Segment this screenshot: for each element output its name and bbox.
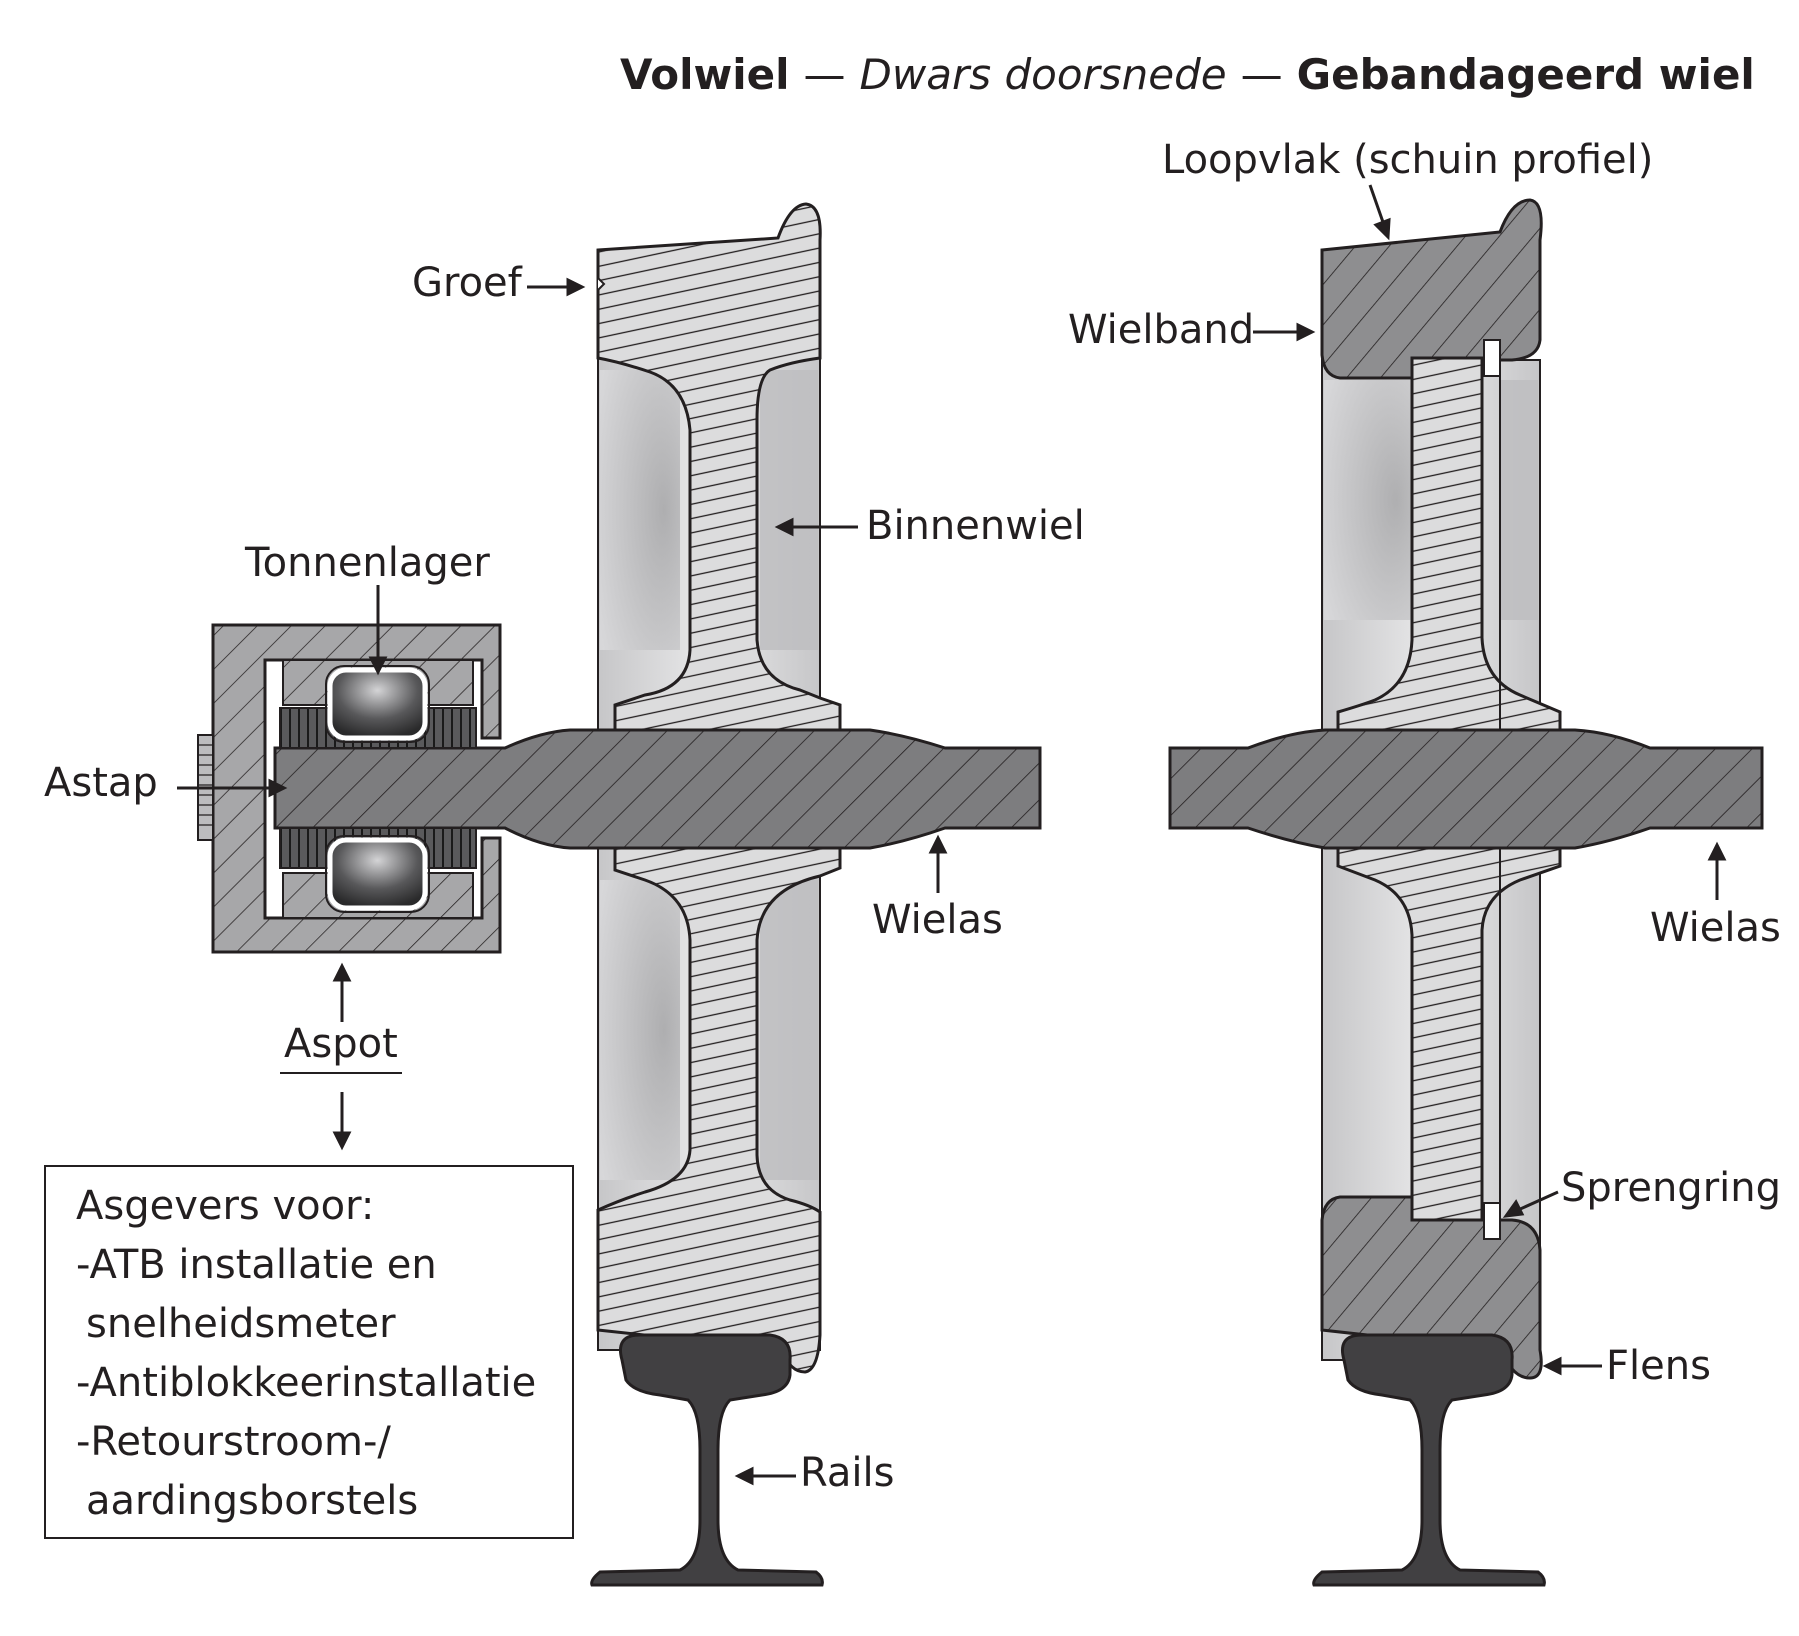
axle-sensors-note-box: Asgevers voor: -ATB installatie en snelh… — [44, 1165, 574, 1539]
label-binnenwiel: Binnenwiel — [866, 503, 1085, 549]
note-line: -Antiblokkeerinstallatie — [76, 1360, 537, 1406]
arrowhead-tonnenlager — [368, 656, 388, 676]
diagram-title: Volwiel — Dwars doorsnede — Gebandageerd wie… — [620, 50, 1755, 99]
wheel-shadow-left-lower — [600, 880, 680, 1180]
arrowhead-wielband — [1296, 322, 1316, 342]
label-tonnenlager: Tonnenlager — [245, 540, 490, 586]
title-tyred-wheel: Gebandageerd wiel — [1296, 50, 1755, 99]
wheel-centre-upper — [1336, 356, 1562, 732]
right-rail — [1312, 1333, 1546, 1587]
label-sprengring: Sprengring — [1561, 1165, 1781, 1211]
label-rails: Rails — [800, 1450, 895, 1496]
arrows — [177, 184, 1727, 1486]
arrowhead-aspot-up — [332, 962, 352, 982]
note-line: Asgevers voor: — [76, 1183, 375, 1229]
label-wielband: Wielband — [1068, 307, 1255, 353]
roller-bottom-outline — [325, 835, 430, 913]
title-cross-section: Dwars doorsnede — [859, 50, 1227, 99]
tyred-shadow-right — [1500, 380, 1538, 620]
note-line: -ATB installatie en — [76, 1242, 437, 1288]
arrow-sprengring — [1517, 1190, 1559, 1212]
left-axle — [273, 728, 1042, 850]
tyred-shadow-left — [1324, 380, 1414, 620]
title-dash-2: — — [1240, 50, 1283, 99]
arrowhead-sprengring — [1502, 1199, 1525, 1218]
groove-notch — [597, 277, 606, 291]
arrowhead-wielas-left — [928, 834, 948, 854]
arrowhead-flens — [1542, 1356, 1562, 1376]
note-line: -Retourstroom-/ — [76, 1419, 391, 1465]
title-dash-1: — — [803, 50, 846, 99]
label-loopvlak: Loopvlak (schuin profiel) — [1162, 137, 1654, 183]
arrowhead-astap — [268, 778, 288, 798]
label-flens: Flens — [1606, 1343, 1711, 1389]
snap-ring-bottom — [1483, 1202, 1501, 1240]
tyre-upper — [1320, 198, 1543, 380]
wheel-shadow-right-lower — [760, 880, 818, 1180]
label-aspot: Aspot — [284, 1021, 398, 1067]
title-solid-wheel: Volwiel — [620, 50, 790, 99]
arrowhead-binnenwiel — [774, 517, 794, 537]
solid-wheel-lower-section — [596, 843, 842, 1374]
roller-top — [327, 667, 428, 741]
axle-box-group — [197, 623, 502, 954]
axle-box-housing — [211, 623, 502, 954]
right-axle — [1168, 728, 1764, 850]
arrow-loopvlak — [1368, 184, 1386, 226]
tyre-lower — [1320, 1195, 1543, 1380]
solid-wheel-upper-section — [596, 202, 842, 732]
note-line: aardingsborstels — [86, 1478, 419, 1524]
tyred-wheel-group — [1320, 198, 1562, 1380]
label-wielas-right: Wielas — [1650, 905, 1781, 951]
arrowhead-loopvlak — [1373, 217, 1391, 241]
label-astap: Astap — [44, 760, 158, 806]
snap-ring-top — [1483, 339, 1501, 377]
arrowhead-aspot-down — [332, 1131, 352, 1151]
left-rail — [590, 1333, 824, 1587]
wheel-shadow-left — [600, 370, 680, 650]
end-cap-ribs — [198, 744, 213, 826]
arrowhead-groef — [566, 277, 586, 297]
roller-bottom — [327, 837, 428, 911]
arrowhead-rails — [734, 1466, 754, 1486]
note-line: snelheidsmeter — [86, 1301, 396, 1347]
wheel-shadow-right — [760, 370, 818, 650]
arrowhead-wielas-right — [1707, 841, 1727, 861]
label-groef: Groef — [412, 260, 522, 306]
label-wielas-left: Wielas — [872, 897, 1003, 943]
